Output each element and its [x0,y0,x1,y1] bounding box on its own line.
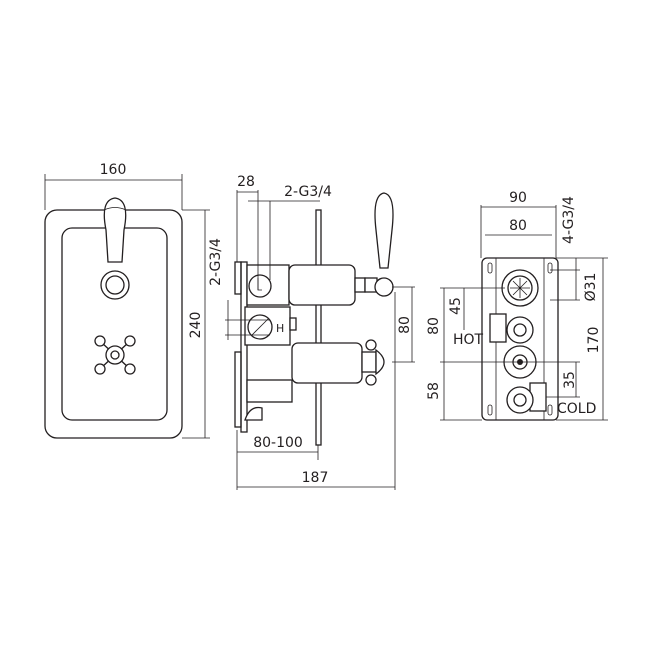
wall-depth-dimension: 80-100 [236,430,319,490]
front-view: 160 240 [44,162,210,439]
side-view: H 28 2-G3/4 2-G3/4 80 [208,174,415,490]
handle-spacing-label: 80 [397,316,413,334]
inner-width-dimension: 80 [485,218,552,236]
height-dimension: 240 [182,209,210,439]
outer-width-dimension: 90 [480,190,557,258]
outer-width-label: 90 [509,190,527,206]
cold-offset-label: 35 [562,371,578,389]
h-mark: H [276,322,284,335]
wall-depth-label: 80-100 [253,435,303,451]
rear-height-label: 170 [586,327,602,354]
wall-plate [315,209,322,446]
hot-offset-label: 45 [448,297,464,315]
lever-handle [100,197,130,300]
height-label: 240 [188,312,204,339]
width-dimension: 160 [44,162,183,210]
connections-dimension: 4-G3/4 Ø31 [550,196,599,301]
height-dimension: 170 [556,257,608,421]
cross-handle [94,335,136,375]
outlet-side-dimension: 2-G3/4 [208,238,270,340]
width-label: 160 [100,162,127,178]
handle-spacing-dimension: 80 [392,286,415,363]
depth-28-dimension: 28 [236,174,259,290]
outlet-side-label: 2-G3/4 [208,238,224,286]
spacing-label: 80 [426,317,442,335]
outlet-top-label: 2-G3/4 [284,184,332,200]
total-depth-dimension: 187 [237,292,396,490]
hot-label: HOT [453,332,484,348]
cold-label: COLD [557,401,596,417]
inner-width-label: 80 [509,218,527,234]
outlet-top-dimension: 2-G3/4 [248,184,332,280]
total-depth-label: 187 [302,470,329,486]
diameter-label: Ø31 [583,273,599,302]
rear-view: 90 80 4-G3/4 Ø31 170 45 80 HOT 58 [426,190,608,421]
lever-side [374,192,394,269]
cold-dimension: 35 COLD [546,362,596,417]
left-dimensions: 45 80 HOT 58 [426,287,580,421]
mounting-plate [481,257,559,421]
bottom-offset-label: 58 [426,382,442,400]
connections-label: 4-G3/4 [561,196,577,244]
depth-label: 28 [237,174,255,190]
